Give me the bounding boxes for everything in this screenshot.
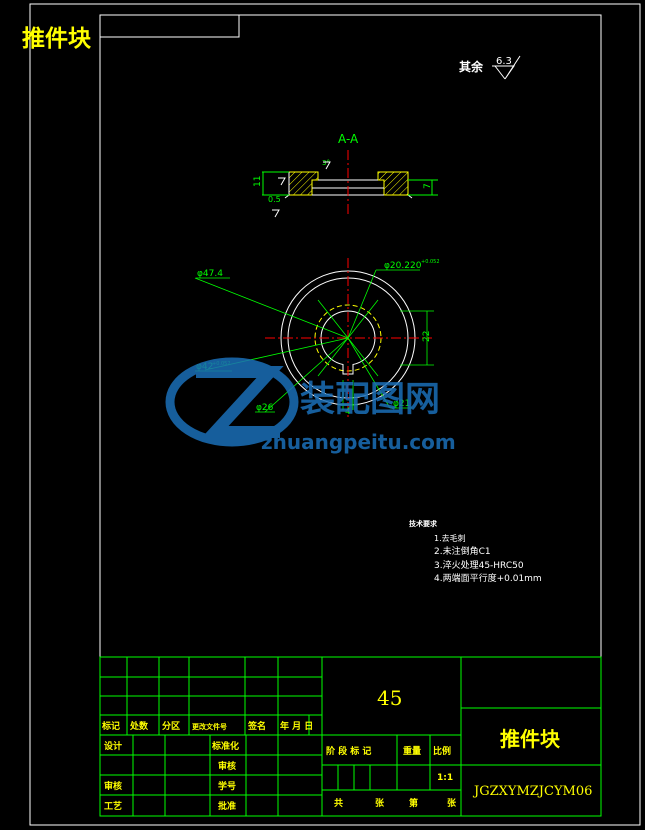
section-left-half <box>288 171 319 196</box>
sheet-info: 张 <box>447 797 457 809</box>
stage-header: 重量 <box>403 745 421 757</box>
stage-header: 比例 <box>433 745 451 757</box>
rev-header: 更改文件号 <box>192 722 227 731</box>
watermark-brand: 装配图网 <box>300 380 440 420</box>
drawing-number: JGZXYMZJCYM06 <box>472 784 592 799</box>
rev-header: 分区 <box>162 720 180 732</box>
left-row-label: 设计 <box>104 740 122 752</box>
roughness-prefix: 其余 <box>459 59 484 74</box>
scale-value: 1:1 <box>437 773 453 783</box>
watermark: 装配图网 zhuangpeitu.com <box>165 357 456 454</box>
dim-angle: 3° <box>322 159 330 167</box>
dim-d-bore-tol: +0.052 <box>421 259 440 265</box>
dim-chamfer: 0.5 <box>268 195 281 204</box>
part-name: 推件块 <box>500 727 561 751</box>
tech-item: 4.两端面平行度+0.01mm <box>434 572 542 584</box>
tech-title: 技术要求 <box>409 519 438 528</box>
dim-height-left: 11 <box>253 176 263 187</box>
tech-item: 3.淬火处理45-HRC50 <box>434 559 524 571</box>
left-row-mid: 标准化 <box>211 740 239 752</box>
left-row-mid: 学号 <box>218 780 236 792</box>
rev-header: 标记 <box>101 720 120 732</box>
section-right-half <box>377 171 409 196</box>
tech-requirements: 技术要求 1.去毛刺 2.未注倒角C1 3.淬火处理45-HRC50 4.两端面… <box>409 519 542 584</box>
stage-header: 阶 段 标 记 <box>326 745 371 757</box>
left-row-label: 工艺 <box>104 800 122 812</box>
dim-d-inner: φ21 <box>393 399 410 409</box>
section-label: A-A <box>338 132 359 146</box>
watermark-logo-icon <box>165 357 299 447</box>
plan-view: φ47.4 φ20.220 +0.052 φ42 +0.052 φ26 φ21 … <box>194 258 440 420</box>
material: 45 <box>377 686 402 710</box>
dim-d-bore: φ20.220 <box>384 261 422 271</box>
sheet-info: 第 <box>409 797 418 809</box>
watermark-url: zhuangpeitu.com <box>261 430 456 454</box>
tech-item: 1.去毛刺 <box>434 533 466 543</box>
section-view: A-A 11 7 0.5 3° <box>253 132 438 218</box>
dim-d-circle: φ26 <box>256 403 274 413</box>
sheet-info: 共 <box>334 797 343 809</box>
rev-header: 签名 <box>247 720 266 732</box>
corner-title: 推件块 <box>22 26 91 52</box>
roughness-symbol: 其余 6.3 <box>459 55 521 80</box>
rev-header: 处数 <box>129 720 149 732</box>
dim-key-width: 4 <box>345 407 351 417</box>
outer-frame <box>29 3 641 826</box>
dim-height-right: 7 <box>423 183 433 189</box>
sheet-info: 张 <box>375 797 385 809</box>
rev-header: 年 月 日 <box>280 720 313 732</box>
left-row-label: 审核 <box>104 780 122 792</box>
dim-key-height: 22 <box>422 331 432 342</box>
tech-item: 2.未注倒角C1 <box>434 545 491 557</box>
title-block <box>99 656 602 817</box>
roughness-value: 6.3 <box>496 56 512 67</box>
reversed-title-box <box>99 14 240 38</box>
left-row-mid: 审核 <box>218 760 236 772</box>
dim-d-outer: φ47.4 <box>197 269 223 279</box>
left-row-mid: 批准 <box>218 800 236 812</box>
title-block-text: 标记 处数 分区 更改文件号 签名 年 月 日 设计 标准化 审核 审核 学号 … <box>101 720 457 812</box>
